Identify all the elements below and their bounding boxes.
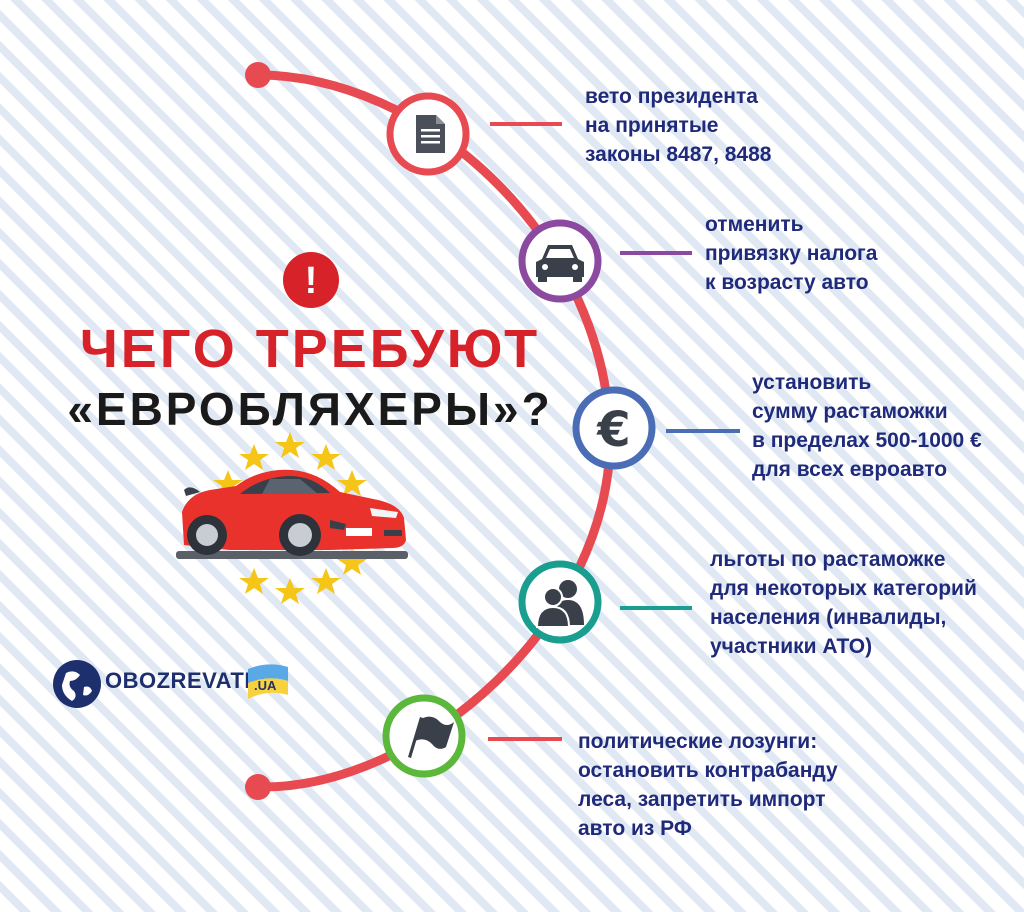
flag-icon [408, 716, 454, 758]
globe-logo-icon [53, 660, 101, 708]
arc-end-dot [245, 774, 271, 800]
euro-icon: € [596, 402, 630, 458]
item-text-customs: установить сумму растаможки в пределах 5… [752, 371, 982, 481]
item-text-benefits: льготы по растаможке для некоторых катег… [710, 548, 977, 658]
node-euro: € [572, 386, 656, 470]
item-text-slogans: политические лозунги: остановить контраб… [578, 730, 838, 840]
car-icon [536, 245, 584, 282]
people-icon [535, 580, 584, 628]
svg-text:!: ! [305, 260, 318, 302]
eu-stars-icon [213, 432, 367, 604]
node-document [386, 92, 470, 176]
item-text-tax: отменить привязку налога к возрасту авто [705, 213, 878, 294]
item-text-veto: вето президента на принятые законы 8487,… [585, 85, 772, 166]
node-flag [382, 694, 466, 778]
brand-name: OBOZREVATEL [105, 668, 274, 693]
red-car-illustration [176, 469, 408, 559]
brand-suffix: .UA [254, 678, 277, 693]
node-car [518, 219, 602, 303]
headline-line-1: ЧЕГО ТРЕБУЮТ [79, 319, 541, 379]
arc-start-dot [245, 62, 271, 88]
node-people [518, 560, 602, 644]
headline-line-2: «ЕВРОБЛЯХЕРЫ»? [67, 383, 553, 435]
document-icon [416, 115, 445, 153]
ukraine-flag-icon [248, 664, 288, 699]
alert-icon: ! [283, 252, 339, 308]
